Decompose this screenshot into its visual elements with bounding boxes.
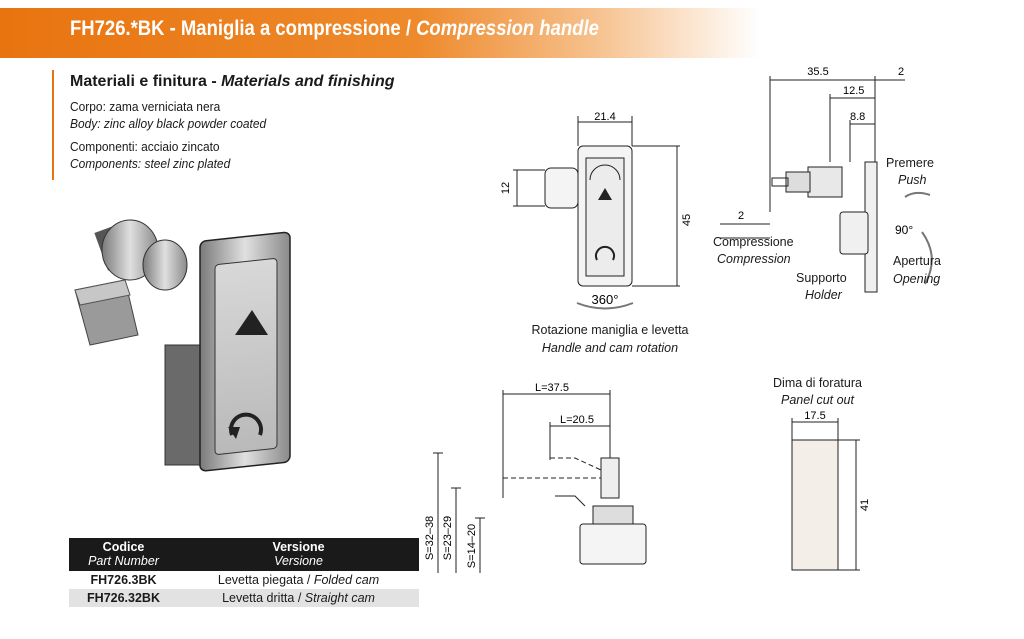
front-view-drawing: 21.4 45 12 360° (500, 111, 693, 310)
front-caption-en: Handle and cam rotation (541, 341, 679, 355)
parts-table: Codice Versione Part Number Versione FH7… (69, 538, 419, 607)
product-photo (74, 219, 291, 472)
push-label-it: Premere (886, 156, 934, 170)
cutout-height: 41 (859, 499, 870, 511)
side-dim-gap: 2 (898, 66, 904, 78)
holder-label-it: Supporto (796, 271, 847, 285)
side-dim-8-8: 8.8 (850, 111, 865, 123)
part-version: Levetta dritta / Straight cam (178, 589, 419, 607)
materials-heading: Materiali e finitura - Materials and fin… (70, 73, 395, 90)
front-dim-boss: 12 (500, 182, 512, 194)
part-code: FH726.3BK (90, 573, 157, 587)
cam-l2: L=20.5 (560, 414, 594, 426)
front-dim-width: 21.4 (594, 111, 615, 123)
cam-l1: L=37.5 (535, 382, 569, 394)
header-banner (0, 8, 760, 58)
col-version-subheader: Versione (178, 554, 419, 571)
cam-s1: S=32–38 (425, 516, 436, 560)
page-title: FH726.*BK - Maniglia a compressione / Co… (70, 17, 599, 40)
side-dim-compression: 2 (738, 210, 744, 222)
side-view-drawing: 35.5 2 12.5 8.8 2 90° (720, 66, 933, 293)
side-dim-total: 35.5 (807, 66, 828, 78)
part-version: Levetta piegata / Folded cam (217, 573, 380, 587)
cam-s3: S=14–20 (466, 524, 478, 568)
opening-angle: 90° (895, 223, 913, 237)
side-dim-12-5: 12.5 (843, 85, 864, 97)
col-code-subheader: Part Number (69, 554, 179, 571)
holder-label-en: Holder (805, 288, 842, 302)
cam-s2: S=23–29 (442, 516, 454, 560)
compression-label-en: Compression (717, 252, 791, 266)
col-version-header: Versione (178, 538, 419, 554)
components-material-it: Componenti: acciaio zincato (70, 139, 220, 154)
cutout-title-en: Panel cut out (781, 393, 854, 407)
cutout-drawing: 17.5 41 (791, 410, 870, 571)
cutout-width: 17.5 (804, 410, 825, 422)
table-row: FH726.3BK Levetta piegata / Folded cam (69, 571, 419, 589)
opening-label-en: Opening (893, 272, 941, 286)
cutout-title-it: Dima di foratura (773, 376, 862, 390)
components-material-en: Components: steel zinc plated (70, 156, 231, 171)
front-dim-height: 45 (681, 214, 693, 226)
col-code-header: Codice (69, 538, 179, 554)
table-row: FH726.32BK Levetta dritta / Straight cam (69, 589, 419, 607)
push-label-en: Push (898, 173, 927, 187)
rotation-angle: 360° (592, 292, 619, 307)
cam-view-drawing: L=37.5 L=20.5 S=32–38 S=23–29 S=14–20 (425, 382, 647, 573)
part-code: FH726.32BK (69, 589, 179, 607)
opening-label-it: Apertura (893, 254, 941, 268)
compression-label-it: Compressione (713, 235, 794, 249)
front-caption-it: Rotazione maniglia e levetta (531, 323, 689, 337)
body-material-it: Corpo: zama verniciata nera (70, 99, 221, 114)
body-material-en: Body: zinc alloy black powder coated (70, 116, 267, 131)
accent-rule (52, 70, 54, 180)
